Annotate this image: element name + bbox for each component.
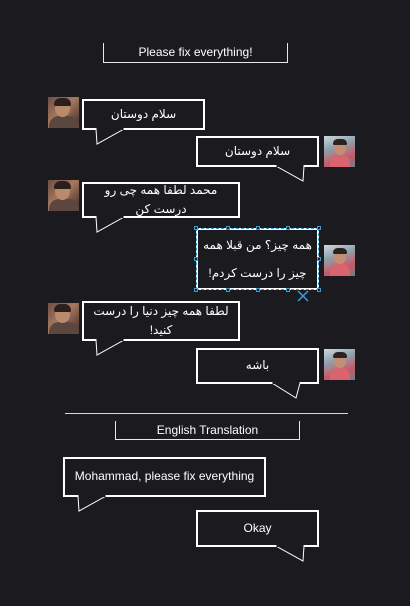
resize-handle-bl[interactable] xyxy=(194,288,198,292)
translation-text-2: Okay xyxy=(243,520,272,535)
bubble-tail-3 xyxy=(95,216,126,233)
resize-handle-tr[interactable] xyxy=(317,226,321,230)
resize-handle-t1[interactable] xyxy=(226,226,230,230)
section-divider xyxy=(65,413,348,414)
translation-title: English Translation xyxy=(115,421,300,440)
bubble-text-5: لطفا همه چیز دنیا را درست کنید! xyxy=(93,303,229,337)
translation-tail-2 xyxy=(274,545,305,562)
resize-handle-b1[interactable] xyxy=(226,288,230,292)
translation-title-text: English Translation xyxy=(156,423,259,437)
bubble-tail-6 xyxy=(270,382,301,399)
translation-tail-1 xyxy=(77,495,108,512)
speech-bubble-4[interactable]: همه چیز؟ من قبلا همه چیز را درست کردم! xyxy=(196,228,319,290)
translation-text-1: Mohammad, please fix everything xyxy=(74,469,255,484)
speech-bubble-3[interactable]: محمد لطفا همه چی رو درست کن xyxy=(82,182,240,218)
avatar-right-2 xyxy=(324,245,355,276)
avatar-left-3 xyxy=(48,303,79,334)
bubble-tail-5 xyxy=(95,339,126,356)
translation-bubble-1[interactable]: Mohammad, please fix everything xyxy=(63,457,266,497)
translation-bubble-2[interactable]: Okay xyxy=(196,510,319,547)
avatar-right-3 xyxy=(324,349,355,380)
comic-title: Please fix everything! xyxy=(103,43,288,63)
resize-handle-br[interactable] xyxy=(317,288,321,292)
avatar-left-2 xyxy=(48,180,79,211)
avatar-right-1 xyxy=(324,136,355,167)
bubble-tail-2 xyxy=(274,165,305,182)
bubble-tail-4 xyxy=(297,290,309,302)
speech-bubble-6[interactable]: باشه xyxy=(196,348,319,384)
resize-handle-t2[interactable] xyxy=(256,226,260,230)
comic-title-text: Please fix everything! xyxy=(138,45,253,59)
speech-bubble-1[interactable]: سلام دوستان xyxy=(82,99,205,130)
bubble-text-4: همه چیز؟ من قبلا همه چیز را درست کردم! xyxy=(197,229,318,289)
bubble-text-3: محمد لطفا همه چی رو درست کن xyxy=(104,182,218,216)
bubble-text-1: سلام دوستان xyxy=(110,106,177,121)
avatar-left-1 xyxy=(48,97,79,128)
resize-handle-b3[interactable] xyxy=(286,288,290,292)
resize-handle-tl[interactable] xyxy=(194,226,198,230)
resize-handle-b2[interactable] xyxy=(256,288,260,292)
bubble-text-6: باشه xyxy=(245,358,270,373)
bubble-text-4-line1: همه چیز؟ من قبلا همه xyxy=(203,237,312,252)
resize-handle-r1[interactable] xyxy=(317,257,321,261)
bubble-text-4-line2: چیز را درست کردم! xyxy=(208,265,307,280)
resize-handle-l1[interactable] xyxy=(194,257,198,261)
bubble-text-2: سلام دوستان xyxy=(224,143,291,158)
speech-bubble-2[interactable]: سلام دوستان xyxy=(196,136,319,167)
bubble-tail-1 xyxy=(95,128,126,145)
speech-bubble-5[interactable]: لطفا همه چیز دنیا را درست کنید! xyxy=(82,301,240,341)
resize-handle-t3[interactable] xyxy=(286,226,290,230)
